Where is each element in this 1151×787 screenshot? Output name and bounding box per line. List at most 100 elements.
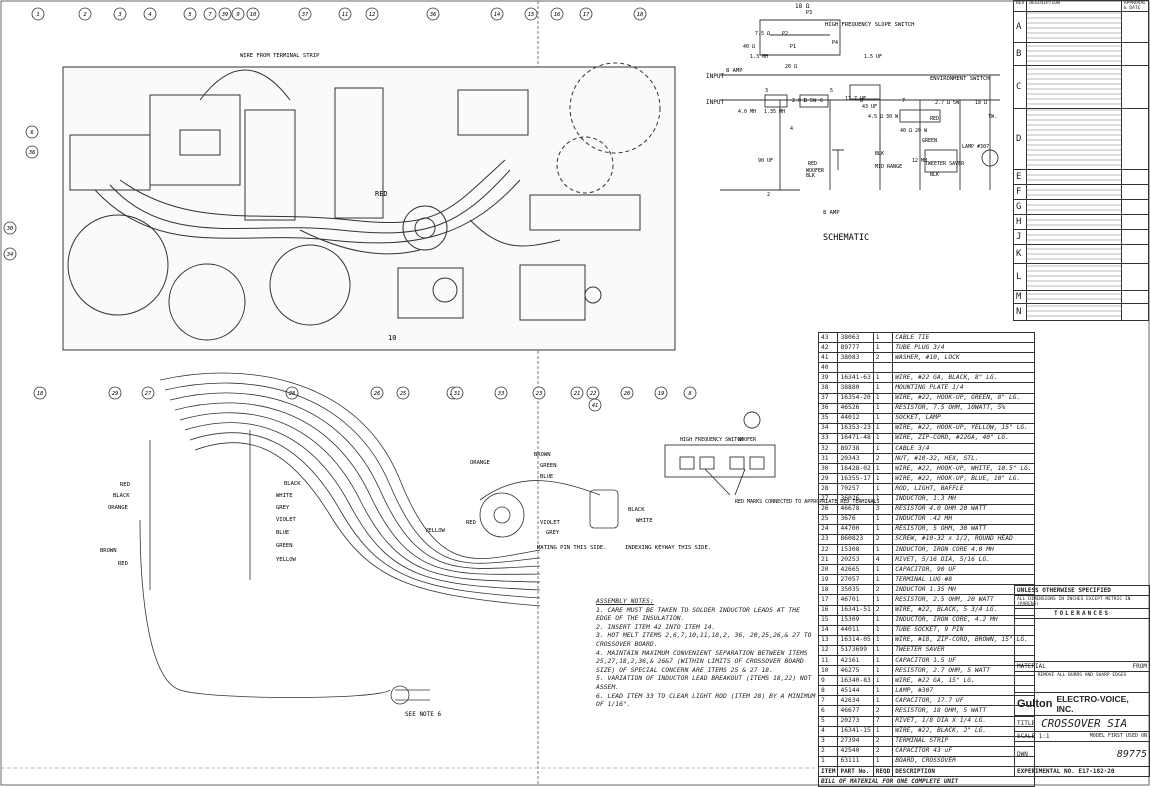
bom-cell: 11 xyxy=(817,654,839,667)
bom-cell: 38880 xyxy=(837,382,874,394)
wire-labels: REDBLACKORANGEBROWNREDBLACKWHITEGREYVIOL… xyxy=(100,452,653,567)
schematic-label: 40 Ω 20 W xyxy=(900,128,928,134)
bom-cell: 2 xyxy=(872,705,894,717)
balloon-top-16-circle xyxy=(550,7,564,21)
bom-cell: 1 xyxy=(872,624,894,636)
board-red-label: RED xyxy=(375,190,388,198)
bom-cell: 39 xyxy=(817,372,839,384)
balloon-bottom-19-circle xyxy=(654,386,668,400)
bom-cell: 860823 xyxy=(837,533,874,545)
bom-cell: 41 xyxy=(817,352,839,364)
bom-cell: 5173699 xyxy=(837,644,874,657)
sch-switch-label: HIGH FREQUENCY SLOPE SWITCH xyxy=(825,22,914,28)
rev-description xyxy=(1026,244,1122,264)
wire-label-plug: BLACK xyxy=(628,507,645,513)
tb-dims: ALL DIMENSIONS IN INCHES EXCEPT METRIC I… xyxy=(1014,596,1150,609)
balloon-top-14-circle xyxy=(490,7,504,21)
bom-cell: 1 xyxy=(872,523,894,535)
wire-label-plug: VIOLET xyxy=(540,520,561,526)
crossover-board xyxy=(62,62,676,351)
balloon-top-11: 11 xyxy=(342,12,349,18)
schematic-label: 17.7 UF xyxy=(845,96,866,102)
balloons-bottom: 1829272826252431332321222019841 xyxy=(33,386,697,412)
bom-cell: CAPACITOR, 90 UF xyxy=(892,564,1035,576)
bom-cell: 15308 xyxy=(837,543,874,556)
wire-label-plug: WHITE xyxy=(636,518,653,524)
schematic-label: RED xyxy=(808,161,817,167)
balloon-left-36-circle xyxy=(25,145,39,159)
balloon-top-5: 5 xyxy=(188,12,191,18)
bom-cell: 1 xyxy=(872,473,894,485)
rev-row: K xyxy=(1012,244,1150,264)
assembly-notes: ASSEMBLY NOTES: 1. CARE MUST BE TAKEN TO… xyxy=(596,597,816,709)
schematic-label: TWEETER SAVER xyxy=(925,161,965,167)
schematic-label: 4 xyxy=(790,126,793,132)
schematic-label: 1.35 MH xyxy=(764,109,785,115)
board-ten-label: 10 xyxy=(388,334,396,342)
bom-cell: 18 xyxy=(817,584,839,596)
balloon-top-12: 12 xyxy=(369,12,376,18)
tb-title-label: TITLE xyxy=(1017,720,1036,727)
balloon-top-7-circle xyxy=(203,7,217,21)
wire-label-right: YELLOW xyxy=(276,557,297,563)
rev-letter: J xyxy=(1012,229,1028,245)
bom-cell: 43 xyxy=(817,331,839,344)
bom-cell: 1 xyxy=(872,483,894,495)
balloon-bottom-8: 8 xyxy=(688,391,692,397)
bom-header-cell: REQD xyxy=(872,766,894,778)
balloon-bottom-25: 25 xyxy=(400,391,407,397)
bom-cell: 3676 xyxy=(837,513,874,525)
bom-cell: TERMINAL STRIP xyxy=(892,735,1035,747)
schematic-label: 20 Ω xyxy=(785,64,797,70)
bom-cell: CAPACITOR, 17.7 UF xyxy=(892,695,1035,707)
sch-18ohm: 18 Ω xyxy=(795,3,810,10)
bom-cell: 1 xyxy=(872,654,894,667)
bom-cell: INDUCTOR .42 MH xyxy=(892,513,1035,525)
bom-cell: 44011 xyxy=(837,624,874,636)
bom-cell: TWEETER SAVER xyxy=(892,644,1035,657)
bom-cell: 89738 xyxy=(837,443,874,455)
bom-cell: INDUCTOR, IRON CORE, 4.2 MH xyxy=(892,614,1035,626)
wire-label-left: BROWN xyxy=(100,548,117,554)
title-block: UNLESS OTHERWISE SPECIFIED ALL DIMENSION… xyxy=(1014,585,1150,777)
bom-cell: 46678 xyxy=(837,503,874,515)
bom-cell: 1 xyxy=(872,392,894,404)
bom-header-cell: ITEM xyxy=(817,766,839,778)
schematic-label: MID RANGE xyxy=(875,164,902,170)
bom-cell xyxy=(872,362,894,374)
bom-cell xyxy=(892,362,1035,374)
bom-cell: 46275 xyxy=(837,665,874,677)
bom-cell: 2 xyxy=(872,735,894,747)
rev-letter: E xyxy=(1012,169,1028,185)
balloon-bottom-20: 20 xyxy=(624,391,631,397)
schematic-label: 5 xyxy=(830,88,833,94)
bom-cell: 42 xyxy=(817,342,839,354)
balloon-bottom-29-circle xyxy=(108,386,122,400)
schematic-label: 18 Ω xyxy=(975,100,987,106)
bom-cell: 29 xyxy=(817,473,839,485)
bom-cell: 34 xyxy=(817,422,839,434)
balloon-top-18: 18 xyxy=(637,12,644,18)
mating-note: MATING PIN THIS SIDE. xyxy=(537,545,607,551)
rev-description xyxy=(1026,65,1122,109)
bom-cell: 9 xyxy=(817,675,839,687)
wire-label-plug: BROWN xyxy=(534,452,551,458)
rev-description xyxy=(1026,184,1122,200)
rev-letter: D xyxy=(1012,108,1028,170)
bom-cell: 45144 xyxy=(837,685,874,697)
see-note-6: SEE NOTE 6 xyxy=(405,711,442,718)
sch-input-2: INPUT xyxy=(706,99,724,106)
bom-cell: TERMINAL LUG #8 xyxy=(892,574,1035,586)
bom-cell: 20253 xyxy=(837,554,874,566)
wire-label-left: RED xyxy=(118,561,128,567)
bom-cell: 16 xyxy=(817,604,839,616)
bom-cell: 4 xyxy=(872,554,894,566)
